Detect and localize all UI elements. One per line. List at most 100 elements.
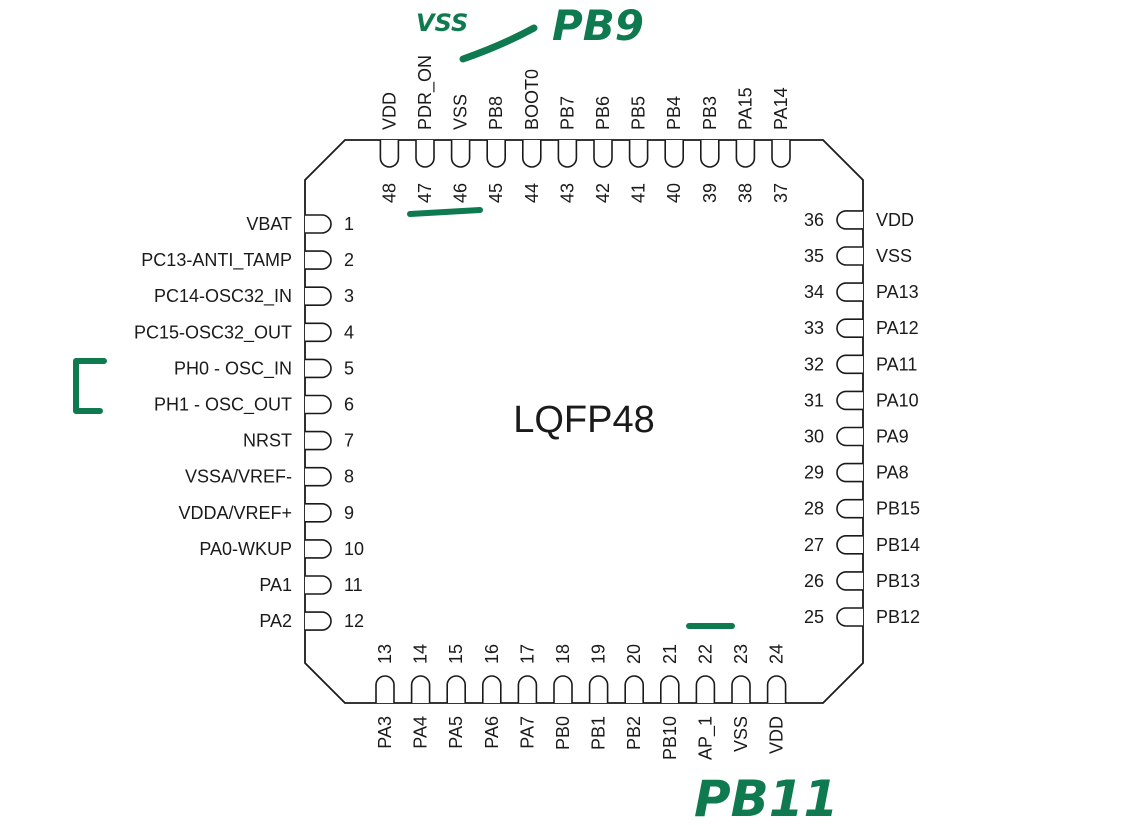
pin-45 (486, 140, 506, 168)
pin-number: 35 (804, 246, 824, 266)
pin-number: 38 (735, 183, 755, 203)
pin-number: 45 (486, 183, 506, 203)
pin-47 (415, 140, 435, 168)
pin-label: PA6 (482, 716, 502, 749)
pin-number: 4 (344, 322, 354, 342)
pin-39 (700, 140, 720, 168)
pin-17 (517, 675, 538, 703)
pin-label: PA7 (517, 716, 537, 749)
pin-number: 15 (446, 644, 466, 664)
pin-label: VDD (767, 716, 787, 754)
pin-number: 22 (695, 644, 715, 664)
pin-11 (305, 575, 332, 595)
pin-label: PB14 (876, 535, 920, 555)
pin-40 (664, 140, 684, 168)
vss-note: VSS (416, 9, 468, 37)
pin-number: 25 (804, 607, 824, 627)
pin-28 (836, 498, 863, 519)
pin-number: 19 (589, 644, 609, 664)
pin-label: PA8 (876, 463, 909, 483)
pin-number: 31 (804, 390, 824, 410)
pin-38 (735, 140, 756, 168)
pin-number: 9 (344, 503, 354, 523)
pin-label: PA3 (375, 716, 395, 749)
pin-5 (305, 358, 332, 379)
pin-10 (305, 539, 332, 559)
pin-number: 17 (517, 644, 537, 664)
pin-label: PB8 (486, 96, 506, 130)
pin-label: PA14 (771, 87, 791, 130)
pin-label: VSS (451, 94, 471, 130)
pin-label: PB13 (876, 571, 920, 591)
pin-label: PA11 (876, 354, 917, 374)
pin-36 (836, 210, 863, 230)
pin-label: PA13 (876, 282, 919, 302)
pin-label: PA9 (876, 427, 909, 447)
pin-label: PA2 (259, 611, 292, 631)
pin-20 (624, 675, 644, 703)
pin-27 (836, 535, 863, 555)
pin-label: PB6 (593, 96, 613, 130)
pin-24 (766, 675, 787, 703)
pin-number: 12 (344, 611, 364, 631)
pin-label: VSS (876, 246, 912, 266)
pin-number: 39 (700, 183, 720, 203)
pin-label: VBAT (246, 214, 292, 234)
pin-label: PA1 (259, 575, 292, 595)
pb9-note: PB9 (552, 1, 644, 50)
pin-number: 7 (344, 431, 354, 451)
pins: 1VBAT2PC13-ANTI_TAMP3PC14-OSC32_IN4PC15-… (134, 55, 920, 760)
pin-31 (836, 390, 863, 411)
pin-number: 2 (344, 250, 354, 270)
pin-number: 24 (767, 644, 787, 664)
pin-30 (836, 426, 863, 447)
pin-41 (628, 140, 649, 168)
pin-8 (305, 466, 332, 487)
pin-43 (557, 140, 578, 168)
pin-25 (836, 607, 863, 627)
pin-number: 21 (660, 644, 680, 664)
pin-label: VDD (379, 92, 399, 130)
pin-label: PB5 (629, 96, 649, 130)
pin-label: PA4 (411, 716, 431, 749)
pin-number: 41 (629, 183, 649, 203)
pin-1 (305, 214, 332, 234)
pin-16 (482, 675, 502, 703)
pin-label: VSS (731, 716, 751, 752)
pin-label: VDDA/VREF+ (178, 503, 292, 523)
pin-label: VSSA/VREF- (185, 467, 292, 487)
pin-number: 40 (664, 183, 684, 203)
pin-label: PH0 - OSC_IN (174, 358, 292, 379)
pin-number: 46 (451, 183, 471, 203)
pin-label: PB12 (876, 607, 920, 627)
pin-label: PB15 (876, 499, 920, 519)
pin-42 (593, 140, 613, 168)
pin-number: 27 (804, 535, 824, 555)
pin-21 (660, 675, 680, 703)
pin-37 (771, 140, 791, 168)
pin-label: NRST (243, 431, 292, 451)
pin-3 (305, 286, 332, 306)
pin-32 (836, 354, 863, 375)
pin-label: PA10 (876, 390, 919, 410)
pin-26 (836, 571, 863, 591)
pin-number: 28 (804, 499, 824, 519)
pin-label: PH1 - OSC_OUT (154, 395, 292, 416)
pin-label: PB0 (553, 716, 573, 750)
pin-number: 36 (804, 210, 824, 230)
pin-label: PC14-OSC32_IN (154, 286, 292, 307)
package-label: LQFP48 (513, 399, 655, 441)
pin-number: 5 (344, 358, 354, 378)
pin-label: PDR_ON (415, 55, 436, 130)
pin-35 (836, 246, 863, 266)
pin-15 (446, 675, 466, 703)
pin-7 (305, 430, 332, 451)
pin-33 (836, 318, 863, 338)
pin-number: 6 (344, 395, 354, 415)
pin-2 (305, 250, 332, 270)
pin-number: 32 (804, 354, 824, 374)
pin-number: 30 (804, 427, 824, 447)
pin-label: VDD (876, 210, 914, 230)
pin-number: 3 (344, 286, 354, 306)
pin-number: 44 (522, 183, 542, 203)
